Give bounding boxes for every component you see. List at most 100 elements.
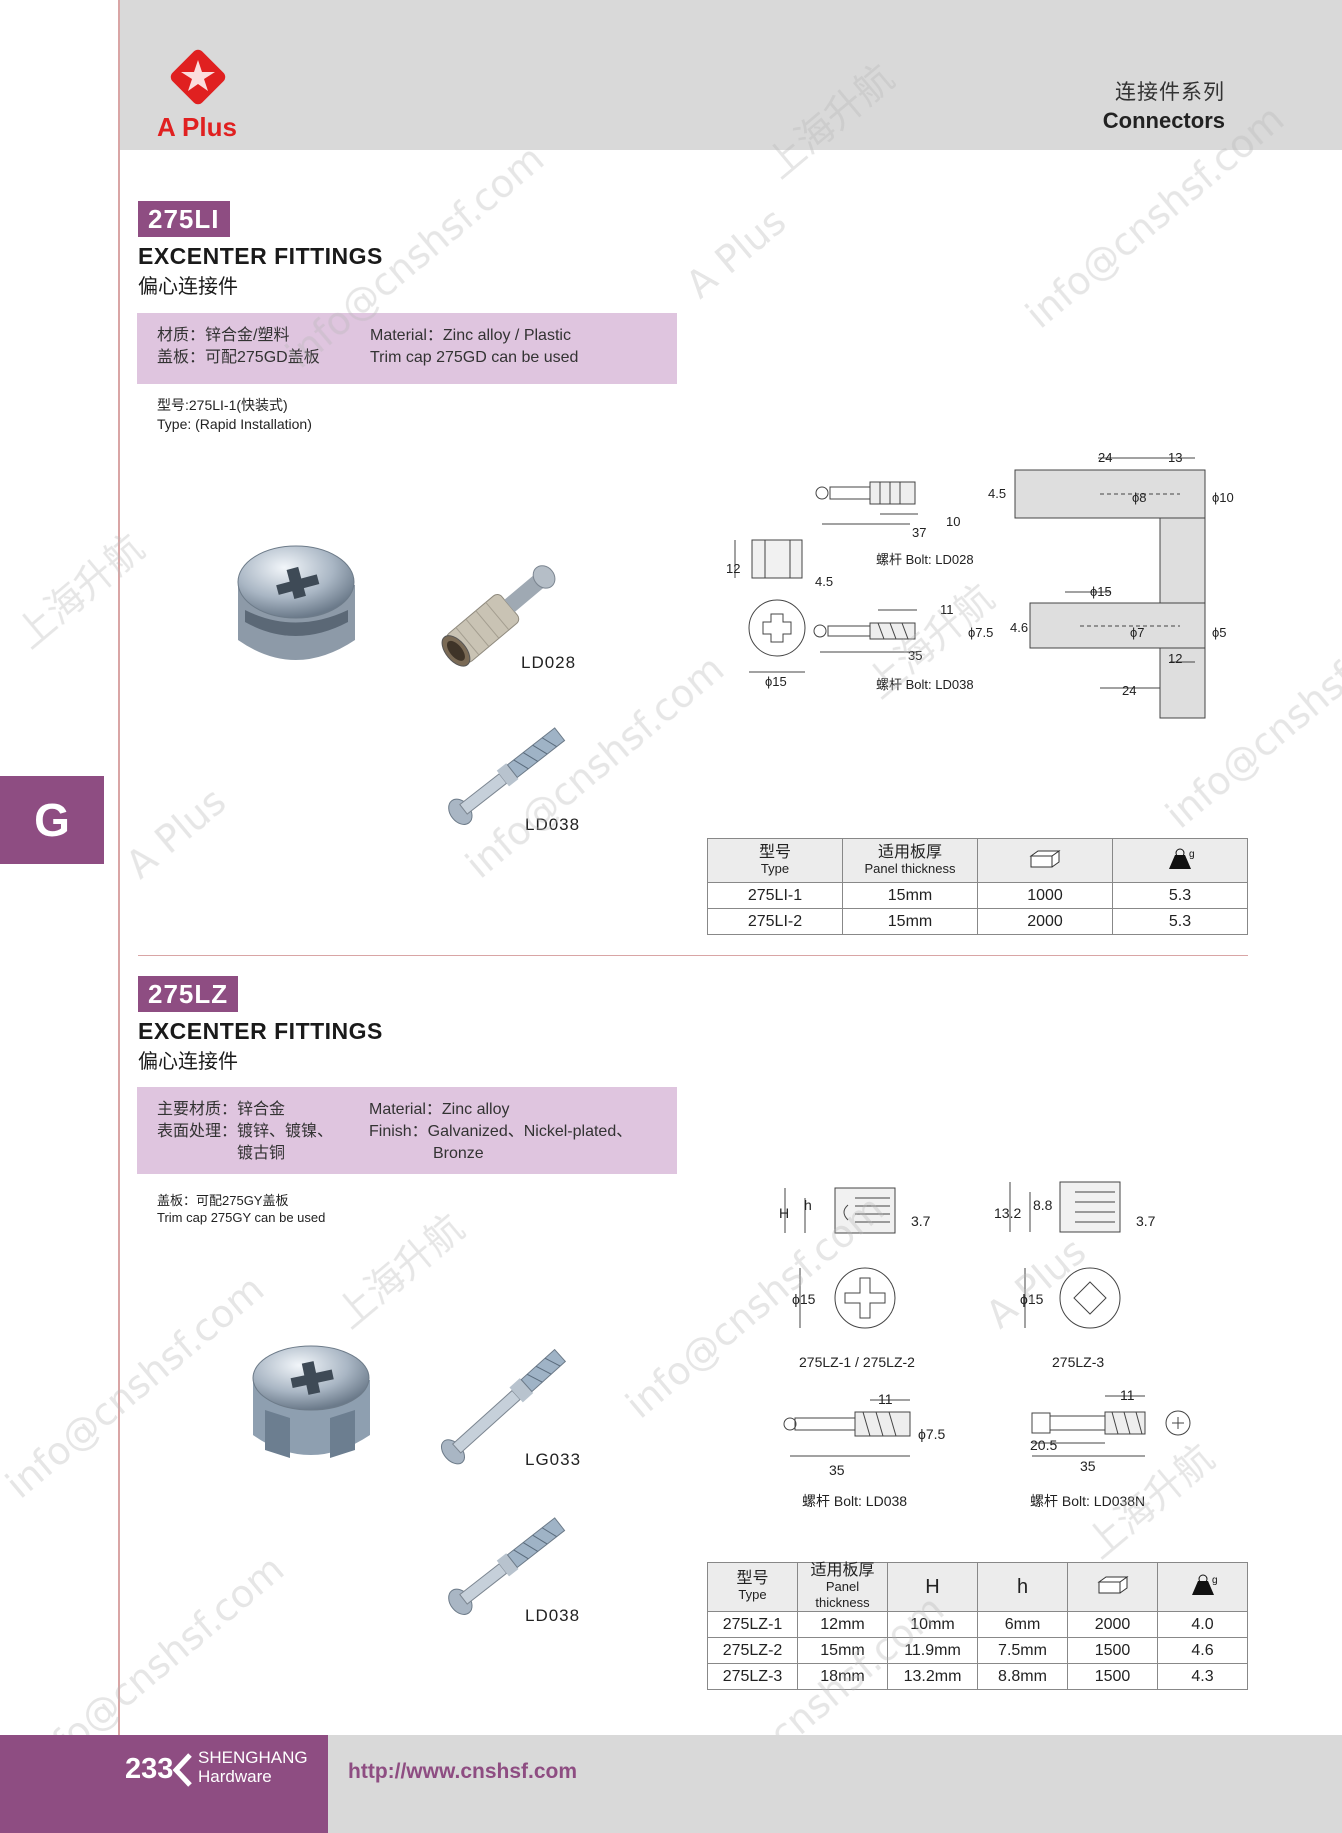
spec-en-line: Material：Zinc alloy / Plastic xyxy=(370,327,571,344)
table-header-h-upper: H xyxy=(887,1562,978,1612)
dim-label: 37 xyxy=(912,525,927,540)
dim-label: 3.7 xyxy=(911,1213,931,1229)
footer-website-link[interactable]: http://www.cnshsf.com xyxy=(348,1760,578,1783)
dim-label: 8.8 xyxy=(1033,1197,1053,1213)
dim-label: 4.5 xyxy=(988,486,1007,501)
dim-label: 10 xyxy=(946,514,961,529)
header-title-cn: 连接件系列 xyxy=(1115,81,1225,104)
table-cell: 18mm xyxy=(797,1663,888,1690)
svg-text:A Plus: A Plus xyxy=(157,112,237,142)
lg033-bolt-photo xyxy=(440,1348,567,1465)
photo-label-ld038: LD038 xyxy=(525,1606,581,1625)
dim-label: 11 xyxy=(940,602,954,617)
dim-label: ϕ15 xyxy=(765,674,787,689)
table-cell: 275LZ-1 xyxy=(707,1611,798,1638)
cam-housing-photo xyxy=(237,545,355,660)
dim-label: ϕ15 xyxy=(1020,1291,1044,1307)
spec-cn-line: 盖板：可配275GD盖板 xyxy=(157,349,320,366)
table-header-weight: g xyxy=(1157,1562,1248,1612)
dim-label: 24 xyxy=(1122,683,1137,698)
dim-label: 11 xyxy=(878,1391,893,1407)
type-note-line: Trim cap 275GY can be used xyxy=(157,1210,326,1225)
model-badge-275li: 275LI xyxy=(138,201,230,237)
footer-company: SHENGHANG Hardware xyxy=(198,1748,308,1786)
table-cell: 1000 xyxy=(977,882,1113,909)
drawing-label-bolt-ld038: 螺杆 Bolt: LD038 xyxy=(876,677,974,692)
dim-label: 12 xyxy=(726,561,741,576)
section2-subtitle: 偏心连接件 xyxy=(138,1051,238,1073)
spec-cn-line: 镀古铜 xyxy=(157,1145,286,1162)
table-row: 275LI-1 15mm 1000 5.3 xyxy=(707,882,1248,909)
dim-label: 35 xyxy=(908,648,923,663)
spec-en-line: Trim cap 275GD can be used xyxy=(370,349,579,366)
weight-icon: g xyxy=(1191,1574,1218,1595)
weight-icon: g xyxy=(1169,848,1195,869)
section1-spec-box: 材质：锌合金/塑料 盖板：可配275GD盖板 Material：Zinc all… xyxy=(137,313,677,384)
table-cell: 1500 xyxy=(1067,1637,1158,1664)
table-cell: 275LZ-2 xyxy=(707,1637,798,1664)
table-cell: 5.3 xyxy=(1112,908,1248,935)
table-cell: 13.2mm xyxy=(887,1663,978,1690)
spec-cn-line: 材质：锌合金/塑料 xyxy=(157,327,290,344)
dim-label: 4.5 xyxy=(815,574,834,589)
cam-housing-photo xyxy=(252,1345,370,1458)
table-cell: 4.3 xyxy=(1157,1663,1248,1690)
section2-title: EXCENTER FITTINGS xyxy=(138,1018,383,1044)
spec-en-line: Finish：Galvanized、Nickel-plated、 xyxy=(369,1123,633,1140)
footer-company-line: SHENGHANG xyxy=(198,1748,308,1767)
svg-text:上海升航: 上海升航 xyxy=(328,1205,473,1336)
dim-label: 3.7 xyxy=(1136,1213,1156,1229)
table-row: 275LZ-1 12mm 10mm 6mm 2000 4.0 xyxy=(707,1611,1248,1638)
svg-text:g: g xyxy=(1212,1575,1218,1586)
dim-label: 4.6 xyxy=(1010,620,1029,635)
dim-label: 24 xyxy=(1098,450,1113,465)
table-cell: 275LZ-3 xyxy=(707,1663,798,1690)
section1-title: EXCENTER FITTINGS xyxy=(138,243,383,269)
photo-label-ld028: LD028 xyxy=(521,653,577,672)
dim-label: 13.2 xyxy=(994,1205,1022,1221)
svg-text:info@cnshsf.com: info@cnshsf.com xyxy=(0,1266,272,1507)
page-number: 233 xyxy=(125,1753,174,1785)
table-cell: 1500 xyxy=(1067,1663,1158,1690)
dim-label: 35 xyxy=(1080,1458,1096,1474)
table-cell: 8.8mm xyxy=(977,1663,1068,1690)
drawing-label-bolt-ld028: 螺杆 Bolt: LD028 xyxy=(876,552,974,567)
drawing-label-bolt-ld038: 螺杆 Bolt: LD038 xyxy=(802,1493,908,1509)
type-note-line: 盖板：可配275GY盖板 xyxy=(157,1193,289,1208)
svg-text:A Plus: A Plus xyxy=(118,779,235,887)
type-note-line: 型号:275LI-1(快装式) xyxy=(157,397,288,413)
table-cell: 10mm xyxy=(887,1611,978,1638)
table-header-weight: g xyxy=(1112,838,1248,883)
table-cell: 11.9mm xyxy=(887,1637,978,1664)
svg-text:A Plus: A Plus xyxy=(678,199,795,307)
spec-en-line: Bronze xyxy=(369,1145,484,1162)
drawing-label-275lz-3: 275LZ-3 xyxy=(1052,1354,1105,1370)
table-cell: 15mm xyxy=(842,882,978,909)
table-cell: 12mm xyxy=(797,1611,888,1638)
dim-label: 11 xyxy=(1120,1387,1135,1403)
spec-cn-line: 主要材质：锌合金 xyxy=(157,1101,286,1118)
left-rule xyxy=(118,0,120,1833)
drawing-label-bolt-ld038n: 螺杆 Bolt: LD038N xyxy=(1030,1493,1146,1509)
table-cell: 7.5mm xyxy=(977,1637,1068,1664)
table-cell: 275LI-2 xyxy=(707,908,843,935)
dim-label: h xyxy=(804,1197,812,1213)
section1-technical-drawing xyxy=(734,457,1206,719)
table-row: 275LZ-3 18mm 13.2mm 8.8mm 1500 4.3 xyxy=(707,1663,1248,1690)
header-band xyxy=(120,0,1342,150)
dim-label: 13 xyxy=(1168,450,1183,465)
brand-logo: A Plus xyxy=(155,48,245,143)
chevron-left-icon xyxy=(172,1753,192,1787)
section-tab-g[interactable]: G xyxy=(0,776,104,864)
footer-company-line: Hardware xyxy=(198,1767,272,1786)
table-header-box xyxy=(977,838,1113,883)
dim-label: ϕ10 xyxy=(1212,490,1234,505)
header-title: 连接件系列 Connectors xyxy=(1103,76,1225,134)
dim-label: 12 xyxy=(1168,651,1183,666)
table-cell: 15mm xyxy=(797,1637,888,1664)
